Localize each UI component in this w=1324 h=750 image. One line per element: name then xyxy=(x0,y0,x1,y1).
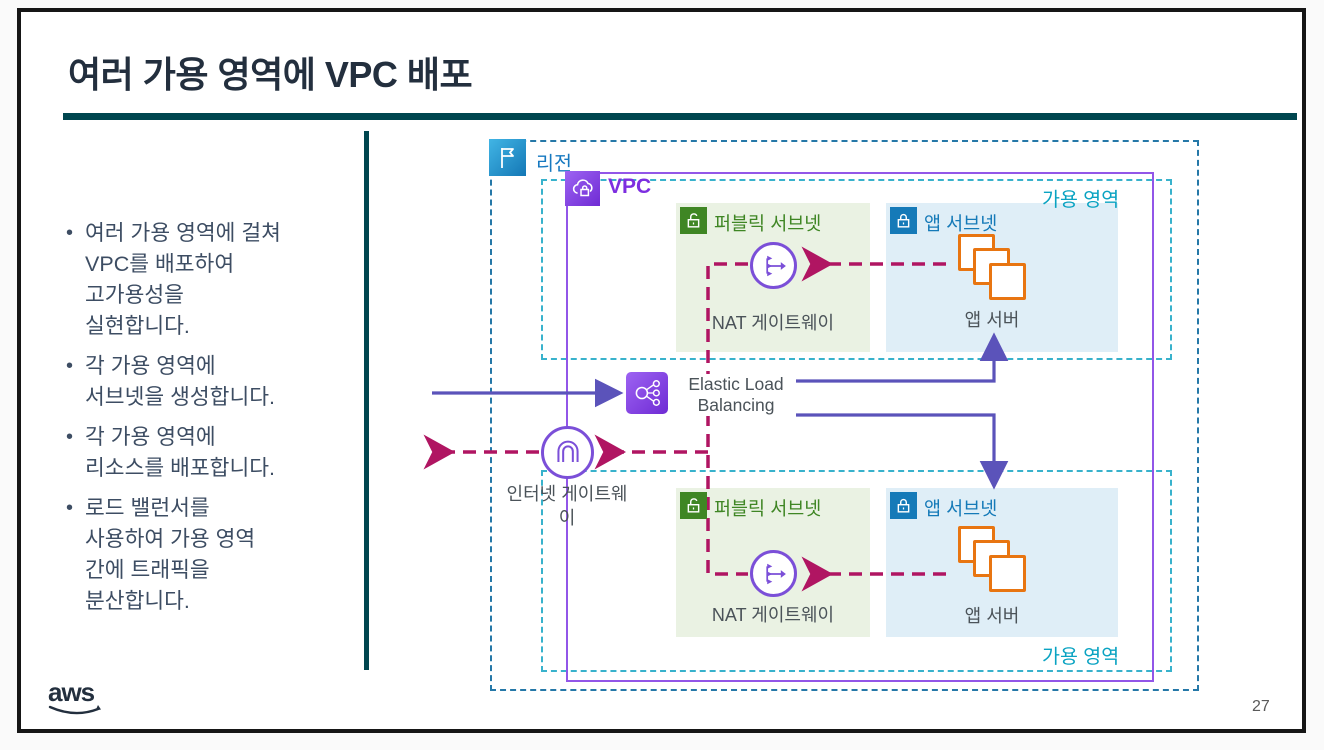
availability-zone-box-bottom xyxy=(541,470,1172,672)
app-subnet-icon-top xyxy=(890,207,917,234)
internet-gateway-label: 인터넷 게이트웨이 xyxy=(506,484,628,528)
internet-gateway-icon xyxy=(541,426,594,479)
gateway-arch-glyph xyxy=(556,440,579,462)
bullet-item-deploy-resources: •각 가용 영역에 리소스를 배포합니다. xyxy=(66,422,362,484)
bullet-dot: • xyxy=(66,222,74,244)
cloud-lock-icon xyxy=(572,178,593,196)
arrow-elb-to-bottom-app xyxy=(796,413,1009,490)
app-server-icon-top xyxy=(958,234,1028,304)
region-icon xyxy=(489,139,526,176)
nat-glyph xyxy=(765,563,786,584)
lock-closed-icon xyxy=(897,213,910,228)
public-subnet-icon-bottom xyxy=(680,492,707,519)
vpc-label: VPC xyxy=(608,175,652,198)
nat-gateway-label-top: NAT 게이트웨이 xyxy=(711,313,835,333)
az-label-top: 가용 영역 xyxy=(1042,189,1120,211)
vertical-divider xyxy=(364,131,369,670)
lock-open-icon xyxy=(687,498,700,513)
lock-closed-icon xyxy=(897,498,910,513)
bullet-item-deploy-vpc: •여러 가용 영역에 걸쳐 VPC를 배포하여 고가용성을 실현합니다. xyxy=(66,218,362,342)
aws-logo-text: aws xyxy=(48,677,95,707)
path-nat-trunk xyxy=(706,262,748,576)
elb-glyph xyxy=(635,380,660,406)
bullet-dot: • xyxy=(66,355,74,377)
nat-gateway-icon-top xyxy=(750,242,797,289)
bullet-list: •여러 가용 영역에 걸쳐 VPC를 배포하여 고가용성을 실현합니다. •각 … xyxy=(66,218,362,617)
bullet-item-load-balancer: •로드 밸런서를 사용하여 가용 영역 간에 트래픽을 분산합니다. xyxy=(66,493,362,617)
public-subnet-label-top: 퍼블릭 서브넷 xyxy=(714,213,822,234)
vpc-icon xyxy=(565,171,600,206)
az-label-bottom: 가용 영역 xyxy=(1042,646,1120,668)
app-server-icon-bottom xyxy=(958,526,1028,596)
region-label: 리전 xyxy=(536,153,572,175)
page-number: 27 xyxy=(1252,698,1270,715)
bullet-dot: • xyxy=(66,497,74,519)
lock-open-icon xyxy=(687,213,700,228)
public-subnet-icon-top xyxy=(680,207,707,234)
server-square xyxy=(989,263,1026,300)
aws-logo: aws xyxy=(48,677,110,723)
page-title: 여러 가용 영역에 VPC 배포 xyxy=(68,54,473,95)
app-subnet-icon-bottom xyxy=(890,492,917,519)
bullet-item-create-subnets: •각 가용 영역에 서브넷을 생성합니다. xyxy=(66,351,362,413)
flag-icon xyxy=(500,147,514,168)
nat-gateway-icon-bottom xyxy=(750,550,797,597)
availability-zone-box-top xyxy=(541,179,1172,360)
nat-glyph xyxy=(765,255,786,276)
app-server-label-top: 앱 서버 xyxy=(964,310,1020,330)
aws-smile-swoosh xyxy=(48,705,101,715)
region-box xyxy=(490,140,1199,691)
app-subnet-label-top: 앱 서브넷 xyxy=(924,213,998,234)
server-square xyxy=(989,555,1026,592)
app-subnet-label-bottom: 앱 서브넷 xyxy=(924,498,998,519)
bullet-dot: • xyxy=(66,426,74,448)
arrow-elb-to-top-app xyxy=(796,332,1009,383)
app-server-label-bottom: 앱 서버 xyxy=(964,606,1020,626)
elastic-load-balancing-label: Elastic Load Balancing xyxy=(676,374,796,416)
elastic-load-balancing-icon xyxy=(626,372,668,414)
public-subnet-label-bottom: 퍼블릭 서브넷 xyxy=(714,498,822,519)
nat-gateway-label-bottom: NAT 게이트웨이 xyxy=(711,605,835,625)
title-underline-rule xyxy=(63,113,1297,120)
